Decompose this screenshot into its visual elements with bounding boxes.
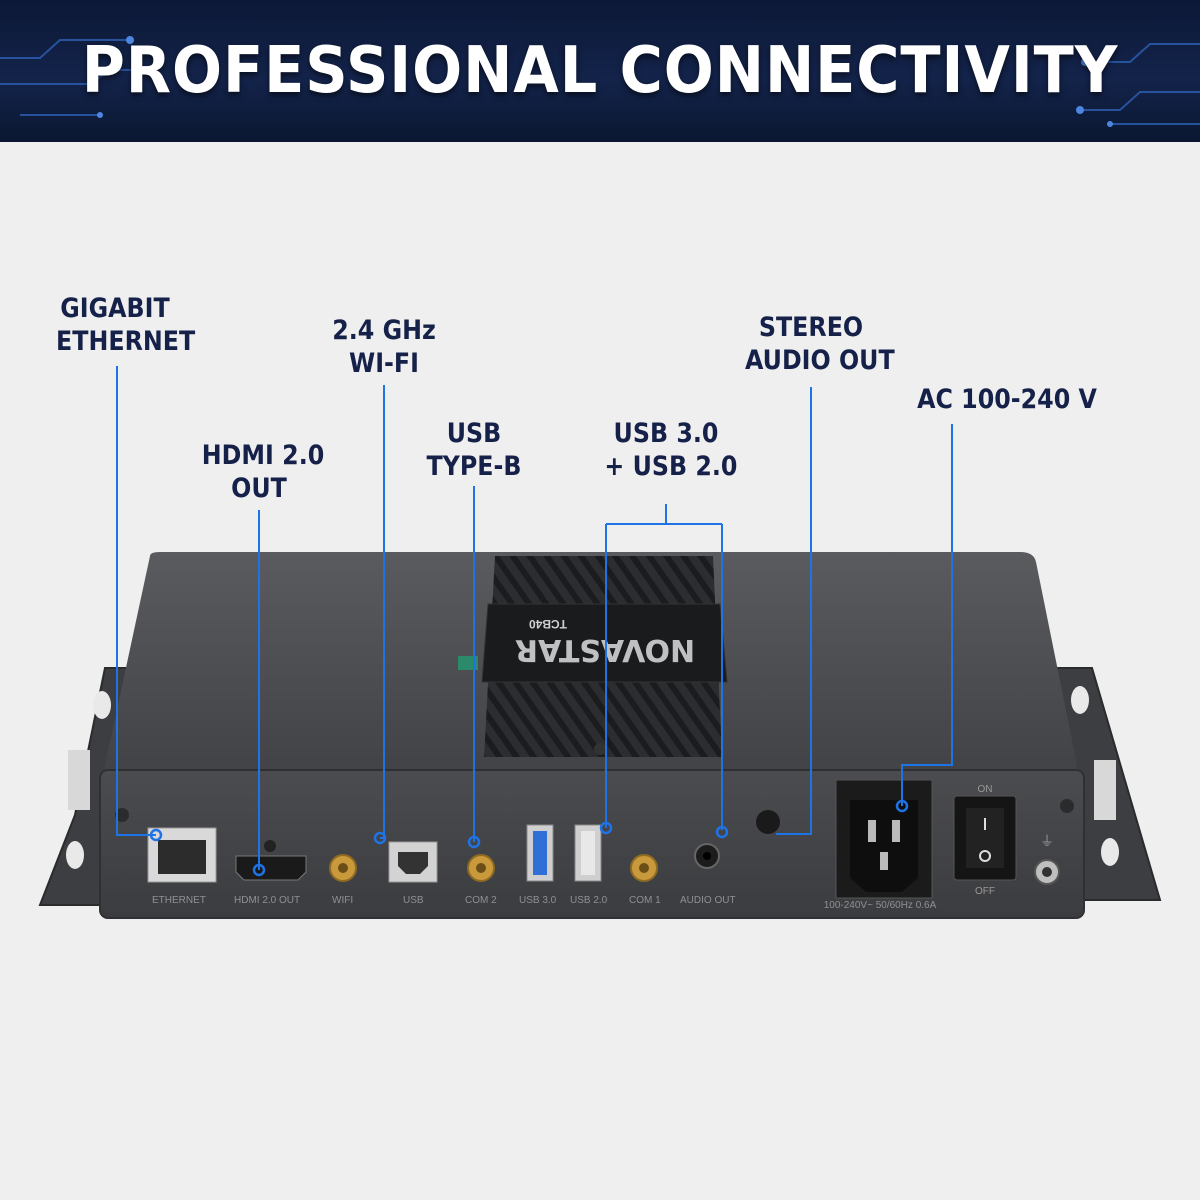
screw [264,840,276,852]
callout-usb3-usb2: USB 3.0+ USB 2.0 [604,418,738,482]
port-label-com2: COM 2 [465,895,497,906]
serial-sticker-left [68,750,90,810]
mount-hole [1101,838,1119,866]
mount-hole [1071,686,1089,714]
mount-hole [93,691,111,719]
page-title: PROFESSIONAL CONNECTIVITY [81,34,1119,108]
port-label-audio: AUDIO OUT [680,895,736,906]
screw [1060,799,1074,813]
model-label: TCB40 [529,617,567,631]
port-label-com1: COM 1 [629,895,661,906]
power-rating: 100-240V~ 50/60Hz 0.6A [824,900,937,911]
port-label-wifi: WIFI [332,895,354,906]
serial-sticker-right [1094,760,1116,820]
screw [594,743,606,755]
screw [115,808,129,822]
header-banner: PROFESSIONAL CONNECTIVITY [0,0,1200,142]
port-label-usb3: USB 3.0 [519,895,557,906]
mount-hole [66,841,84,869]
ground-icon: ⏚ [1040,833,1054,849]
callout-dots [149,799,909,877]
port-label-usb: USB [403,895,424,906]
switch-off-label: OFF [975,886,995,897]
port-label-ethernet: ETHERNET [152,895,206,906]
hdmi-port [235,855,307,881]
port-label-hdmi: HDMI 2.0 OUT [234,895,301,906]
switch-on-label: ON [978,784,993,795]
callout-ac-power: AC 100-240 V [917,384,1097,415]
ir-window [756,810,780,834]
port-label-usb2: USB 2.0 [570,895,608,906]
brand-plate [481,603,728,683]
circuit-decoration [0,36,1200,127]
